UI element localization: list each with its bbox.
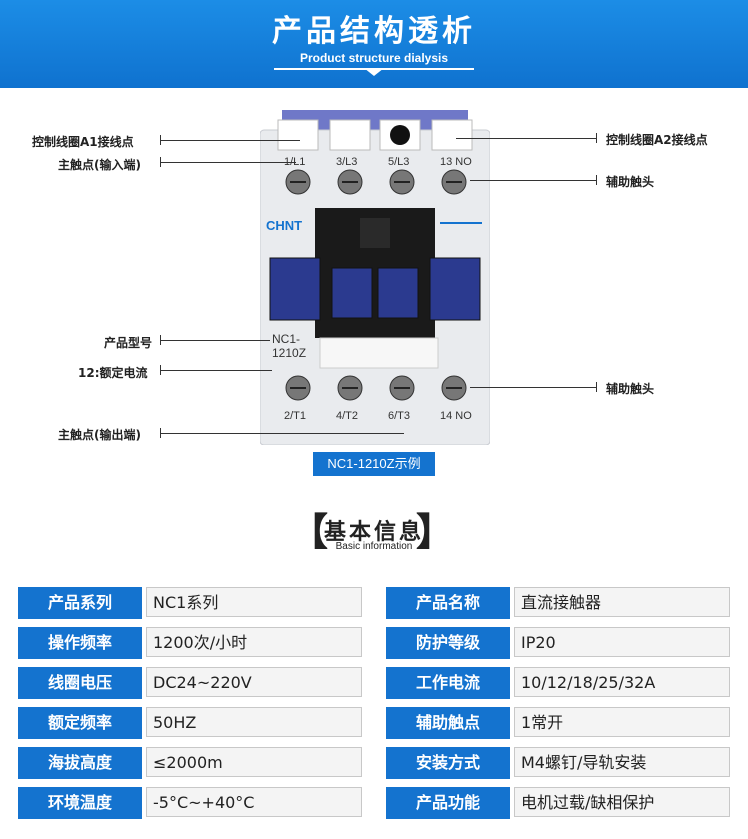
banner-subtitle-wrap: Product structure dialysis: [274, 48, 474, 76]
armature-center-right: [377, 267, 419, 319]
info-value: NC1系列: [146, 587, 362, 617]
callout-a1: 控制线圈A1接线点: [32, 135, 134, 149]
info-value: ≤2000m: [146, 747, 362, 777]
armature-left: [269, 257, 321, 321]
top-block-4: [431, 119, 473, 151]
section-title: 基本信息: [323, 520, 424, 545]
section-subtitle: Basic information: [335, 541, 413, 552]
terminal-label-top-2: 3/L3: [336, 156, 358, 168]
callout-model: 产品型号: [104, 336, 153, 350]
info-key: 产品名称: [386, 587, 510, 619]
terminal-label-bottom-2: 4/T2: [336, 410, 359, 422]
terminal-label-bottom-1: 2/T1: [284, 410, 307, 422]
info-key: 操作频率: [18, 627, 142, 659]
example-label: NC1-1210Z示例: [313, 452, 435, 476]
window-slot: [360, 218, 390, 248]
top-block-1: [277, 119, 319, 151]
banner-subtitle: Product structure dialysis: [274, 48, 474, 70]
info-value: 直流接触器: [514, 587, 730, 617]
accent-stripe: [440, 222, 482, 224]
header-banner: 产品结构透析 Product structure dialysis: [0, 0, 748, 88]
armature-right: [429, 257, 481, 321]
info-value: 10/12/18/25/32A: [514, 667, 730, 697]
info-value: 1常开: [514, 707, 730, 737]
info-value: IP20: [514, 627, 730, 657]
terminal-label-top-3: 5/L3: [388, 156, 410, 168]
info-key: 环境温度: [18, 787, 142, 819]
info-key: 防护等级: [386, 627, 510, 659]
info-value: 电机过载/缺相保护: [514, 787, 730, 817]
info-key: 额定频率: [18, 707, 142, 739]
top-block-2: [329, 119, 371, 151]
terminal-label-top-4: 13 NO: [440, 156, 472, 168]
info-value: DC24~220V: [146, 667, 362, 697]
callout-main-out: 主触点(输出端): [58, 428, 141, 442]
info-value: M4螺钉/导轨安装: [514, 747, 730, 777]
model-line-1: NC1-: [272, 332, 301, 346]
info-value: -5°C~+40°C: [146, 787, 362, 817]
info-key: 海拔高度: [18, 747, 142, 779]
terminal-label-bottom-4: 14 NO: [440, 410, 472, 422]
armature-center-left: [331, 267, 373, 319]
callout-aux-top: 辅助触头: [606, 175, 655, 189]
info-key: 安装方式: [386, 747, 510, 779]
info-key: 辅助触点: [386, 707, 510, 739]
section-bracket-left: 【: [290, 510, 329, 554]
info-key: 产品功能: [386, 787, 510, 819]
banner-notch: [364, 68, 384, 76]
info-key: 工作电流: [386, 667, 510, 699]
info-value: 50HZ: [146, 707, 362, 737]
contactor-illustration: [260, 110, 490, 445]
callout-main-in: 主触点(输入端): [58, 158, 141, 172]
info-key: 线圈电压: [18, 667, 142, 699]
a1-hole: [390, 125, 410, 145]
model-plate: [319, 337, 439, 369]
info-value: 1200次/小时: [146, 627, 362, 657]
info-key: 产品系列: [18, 587, 142, 619]
banner-title: 产品结构透析: [272, 14, 476, 49]
callout-a2: 控制线圈A2接线点: [606, 133, 708, 147]
terminal-label-bottom-3: 6/T3: [388, 410, 411, 422]
callout-rated-current: 12:额定电流: [78, 366, 148, 380]
brand-logo: CHNT: [266, 218, 303, 233]
callout-aux-bottom: 辅助触头: [606, 382, 655, 396]
section-bracket-right: 】: [416, 510, 455, 554]
model-line-2: 1210Z: [272, 346, 307, 360]
